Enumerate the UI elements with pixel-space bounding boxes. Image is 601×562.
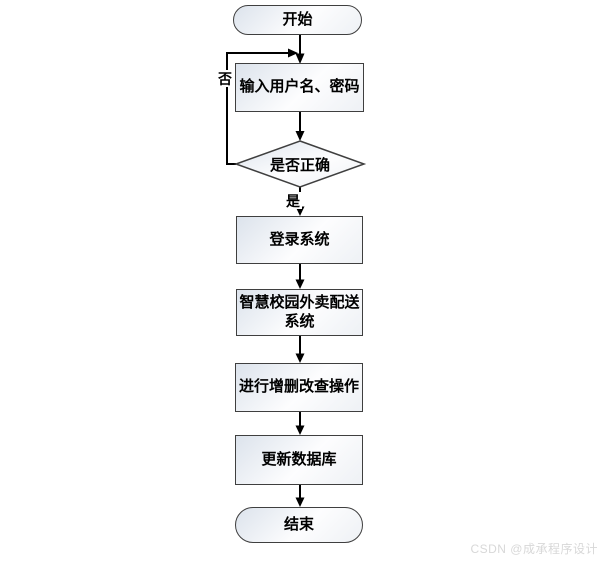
connector-crud-to-update bbox=[295, 412, 305, 435]
flow-node-verify-correct-label: 是否正确 bbox=[269, 156, 330, 174]
flow-node-start-label: 开始 bbox=[282, 10, 313, 28]
flow-node-update-database-label: 更新数据库 bbox=[261, 450, 337, 468]
decision-diamond-shape bbox=[233, 140, 367, 188]
branch-label-no: 否 bbox=[216, 70, 234, 87]
arrowhead-right-icon bbox=[288, 48, 298, 58]
arrowhead-down-icon bbox=[295, 353, 305, 363]
flow-node-verify-correct: 是否正确 bbox=[236, 141, 364, 187]
connector-input-to-decision bbox=[295, 112, 305, 141]
flow-node-start: 开始 bbox=[233, 5, 362, 35]
connector-update-to-end bbox=[295, 485, 305, 507]
arrowhead-down-icon bbox=[295, 497, 305, 507]
arrowhead-down-icon bbox=[295, 279, 305, 289]
flow-node-delivery-system: 智慧校园外卖配送系统 bbox=[236, 289, 363, 336]
branch-label-yes: 是 bbox=[284, 192, 302, 209]
flow-node-input-credentials: 输入用户名、密码 bbox=[235, 63, 364, 112]
flow-node-end: 结束 bbox=[235, 507, 363, 543]
flow-node-end-label: 结束 bbox=[283, 515, 314, 533]
watermark-text: CSDN @成承程序设计 bbox=[470, 542, 598, 556]
flow-node-input-credentials-label: 输入用户名、密码 bbox=[239, 78, 360, 96]
arrowhead-down-icon bbox=[295, 425, 305, 435]
flow-node-crud-operations-label: 进行增删改查操作 bbox=[238, 378, 359, 396]
connector-login-to-system bbox=[295, 264, 305, 289]
flow-node-crud-operations: 进行增删改查操作 bbox=[235, 363, 363, 412]
flow-node-delivery-system-label: 智慧校园外卖配送系统 bbox=[239, 293, 360, 330]
arrowhead-down-icon bbox=[295, 53, 305, 64]
connector-no-loop bbox=[226, 48, 298, 165]
flow-node-login-system: 登录系统 bbox=[236, 216, 363, 264]
connector-start-to-input bbox=[295, 35, 305, 64]
flow-node-update-database: 更新数据库 bbox=[235, 435, 363, 485]
connector-system-to-crud bbox=[295, 336, 305, 363]
flow-node-login-system-label: 登录系统 bbox=[269, 230, 330, 248]
arrowhead-down-icon bbox=[295, 131, 305, 141]
